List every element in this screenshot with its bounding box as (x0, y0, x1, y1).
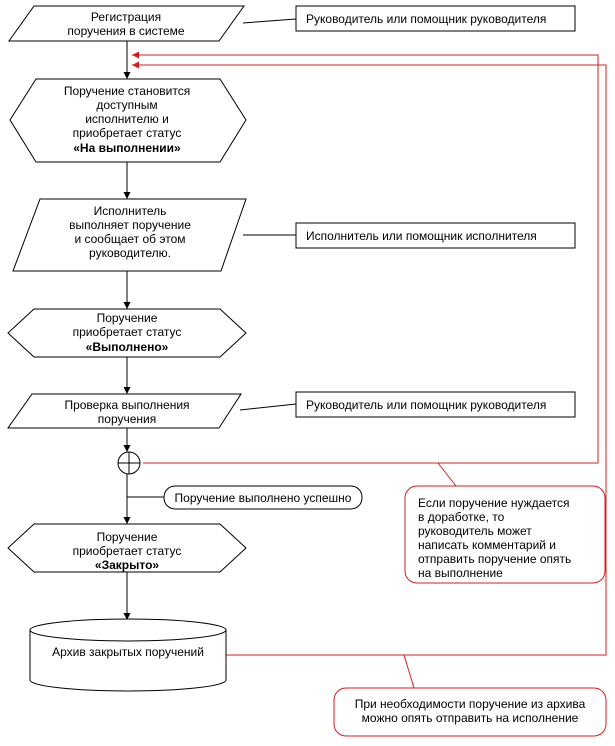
connector-registration-role (242, 18, 297, 24)
execute-line4: руководителю. (89, 246, 171, 260)
check-line2: поручения (98, 412, 156, 426)
role-box-executor: Исполнитель или помощник исполнителя (295, 222, 576, 249)
rework-loop (132, 51, 599, 464)
rework-line3: руководитель может (418, 524, 532, 538)
note-success: Поручение выполнено успешно (163, 485, 363, 510)
role-manager-2-text: Руководитель или помощник руководителя (306, 398, 546, 412)
archive-callout-pointer (403, 654, 415, 689)
rework-line5: отправить поручение опять (418, 552, 571, 566)
note-archive-return: При необходимости поручение из архива мо… (333, 687, 607, 737)
available-line3: исполнителю и (85, 112, 169, 126)
archive-return-line2: можно опять отправить на исполнение (362, 711, 579, 725)
registration-line1: Регистрация (91, 10, 161, 24)
connector-check-role (239, 403, 297, 411)
archive-return-line1: При необходимости поручение из архива (355, 697, 586, 711)
step-registration: Регистрация поручения в системе (8, 5, 245, 42)
closed-line2: приобретает статус (73, 544, 182, 558)
step-closed-status: Поручение приобретает статус «Закрыто» (7, 523, 247, 573)
closed-line1: Поручение (97, 530, 158, 544)
note-success-text: Поручение выполнено успешно (175, 491, 352, 505)
execute-line3: и сообщает об этом (74, 232, 185, 246)
step-available: Поручение становится доступным исполните… (9, 78, 247, 163)
available-line1: Поручение становится (64, 84, 190, 98)
check-line1: Проверка выполнения (64, 398, 189, 412)
step-execute: Исполнитель выполняет поручение и сообща… (12, 198, 247, 272)
step-done-status: Поручение приобретает статус «Выполнено» (7, 308, 247, 358)
done-status: «Выполнено» (86, 340, 169, 354)
rework-line1: Если поручение нуждается (418, 496, 569, 510)
execute-line1: Исполнитель (94, 204, 167, 218)
done-line1: Поручение (97, 311, 158, 325)
available-line2: доступным (96, 98, 157, 112)
role-manager-1-text: Руководитель или помощник руководителя (306, 12, 546, 26)
rework-callout-pointer (437, 462, 457, 487)
step-archive: Архив закрытых поручений (29, 618, 227, 692)
archive-loop (132, 61, 607, 656)
rework-line2: в доработке, то (418, 510, 505, 524)
role-executor-text: Исполнитель или помощник исполнителя (306, 229, 537, 243)
rework-line4: написать комментарий и (418, 538, 556, 552)
note-rework: Если поручение нуждается в доработке, то… (404, 485, 606, 584)
archive-label: Архив закрытых поручений (52, 645, 204, 659)
role-box-manager-2: Руководитель или помощник руководителя (295, 391, 576, 418)
closed-status: «Закрыто» (95, 558, 159, 572)
available-line4: приобретает статус (73, 126, 182, 140)
decision-junction (117, 451, 141, 475)
execute-line2: выполняет поручение (69, 218, 191, 232)
registration-line2: поручения в системе (67, 24, 184, 38)
rework-line6: на выполнение (418, 566, 503, 580)
available-status: «На выполнении» (73, 141, 181, 155)
done-line2: приобретает статус (73, 325, 182, 339)
step-check: Проверка выполнения поручения (7, 393, 242, 429)
role-box-manager-1: Руководитель или помощник руководителя (295, 5, 576, 32)
